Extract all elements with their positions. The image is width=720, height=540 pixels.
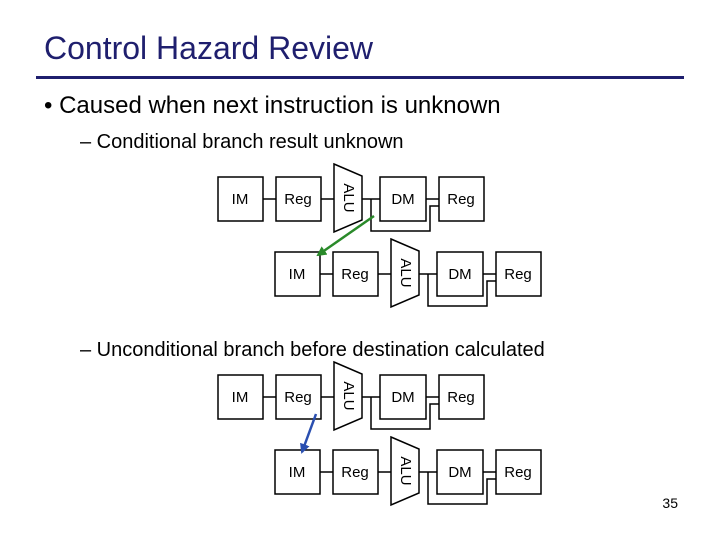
reg-label: Reg — [504, 464, 532, 481]
reg-label: Reg — [447, 389, 475, 406]
dm-box — [379, 176, 427, 222]
reg-box — [275, 176, 322, 222]
bypass-wire — [427, 274, 496, 307]
alu-label: ALU — [340, 381, 357, 410]
pipeline-cond-row1: IM Reg ALU DM Reg — [217, 162, 485, 234]
alu-shape — [390, 435, 420, 507]
reg-box — [495, 251, 542, 297]
slide-title: Control Hazard Review — [44, 30, 374, 66]
bypass-wire — [370, 397, 439, 430]
reg-label: Reg — [504, 266, 532, 283]
im-box — [274, 449, 321, 495]
page-number: 35 — [662, 495, 678, 511]
reg-box — [332, 449, 379, 495]
reg-label: Reg — [284, 389, 312, 406]
title-underline — [36, 76, 684, 79]
reg-label: Reg — [341, 464, 369, 481]
alu-label: ALU — [397, 258, 414, 287]
reg-box — [332, 251, 379, 297]
bypass-wire — [427, 472, 496, 505]
alu-shape — [333, 162, 363, 234]
alu-shape — [390, 237, 420, 309]
bullet-main: • Caused when next instruction is unknow… — [44, 92, 501, 119]
pipeline-cond-row2: IM Reg ALU DM Reg — [274, 237, 542, 309]
im-label: IM — [232, 389, 249, 406]
reg-label: Reg — [341, 266, 369, 283]
reg-box — [438, 176, 485, 222]
reg-box — [438, 374, 485, 420]
dm-box — [436, 449, 484, 495]
dm-label: DM — [448, 464, 471, 481]
dm-box — [436, 251, 484, 297]
reg-label: Reg — [447, 191, 475, 208]
alu-label: ALU — [340, 183, 357, 212]
dm-label: DM — [391, 389, 414, 406]
pipeline-uncond-row2: IM Reg ALU DM Reg — [274, 435, 542, 507]
unconditional-branch-arrow — [300, 413, 318, 454]
bypass-wire — [370, 199, 439, 232]
im-label: IM — [289, 464, 306, 481]
im-box — [217, 176, 264, 222]
reg-label: Reg — [284, 191, 312, 208]
dm-box — [379, 374, 427, 420]
dm-label: DM — [391, 191, 414, 208]
sub-item-unconditional: – Unconditional branch before destinatio… — [80, 339, 545, 361]
alu-shape — [333, 360, 363, 432]
pipeline-uncond-row1: IM Reg ALU DM Reg — [217, 360, 485, 432]
im-label: IM — [289, 266, 306, 283]
alu-label: ALU — [397, 456, 414, 485]
reg-box — [275, 374, 322, 420]
im-label: IM — [232, 191, 249, 208]
reg-box — [495, 449, 542, 495]
dm-label: DM — [448, 266, 471, 283]
conditional-branch-arrow — [316, 214, 375, 257]
im-box — [274, 251, 321, 297]
sub-item-conditional: – Conditional branch result unknown — [80, 131, 404, 153]
